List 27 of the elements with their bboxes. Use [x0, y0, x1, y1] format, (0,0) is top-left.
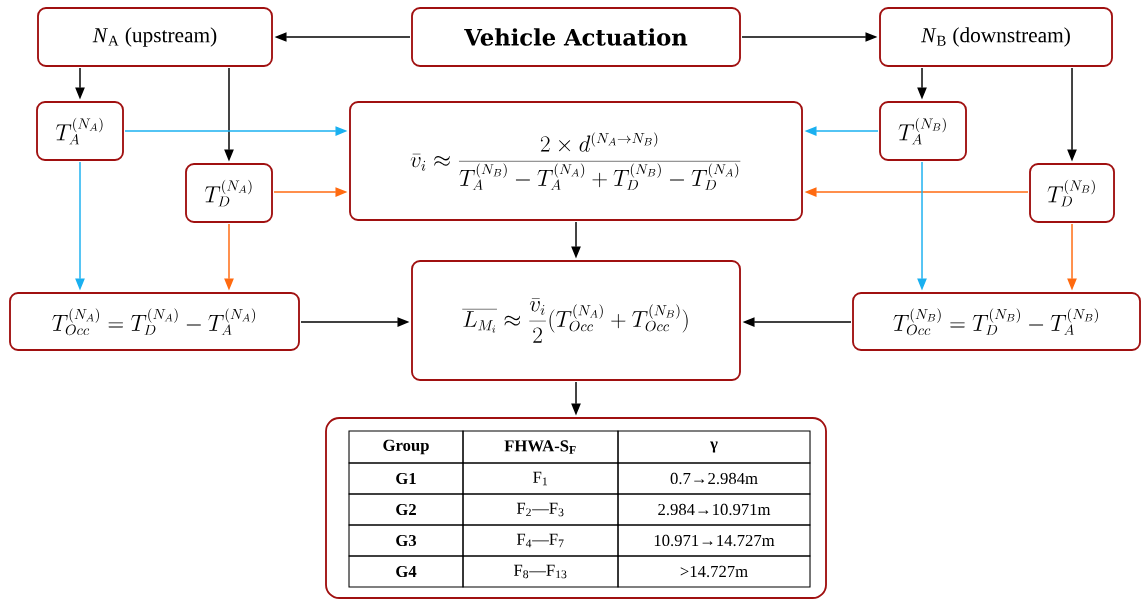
table-cell: G3 [348, 524, 464, 557]
table-cell: Group [348, 430, 464, 464]
formula-box: $T_D^{(N_A)}$ [185, 163, 273, 223]
table-cell: FHWA-S$_{F}$ [462, 430, 619, 464]
formula-box: $\bar{v}_i \approx \frac{2 \times d^{(N_A \rightarrow N_B)}}{T_A^{(N_B)} - T_A^{(N_A)} + T_D^{(N_B)} - T_D^{(N_A)}}$ [349, 101, 803, 221]
formula-box: $T_A^{(N_B)}$ [879, 101, 967, 161]
title-box: Vehicle Actuation [411, 7, 741, 67]
table-cell: F$_{2}$—F$_{3}$ [462, 493, 619, 526]
table-cell: F$_{1}$ [462, 462, 619, 495]
table-cell: >14.727m [617, 555, 811, 588]
table-cell: G4 [348, 555, 464, 588]
table-cell: F$_{4}$—F$_{7}$ [462, 524, 619, 557]
table-panel [325, 417, 827, 599]
formula-box: $T_{Occ}^{(N_A)} = T_D^{(N_A)} - T_A^{(N_A)}$ [9, 292, 300, 351]
table-cell: G2 [348, 493, 464, 526]
formula-box: $\overline{L_{M_i}} \approx \frac{\bar{v}_i}{2} (T_{Occ}^{(N_A)} + T_{Occ}^{(N_B)})$ [411, 260, 741, 381]
formula-box: $T_D^{(N_B)}$ [1029, 163, 1115, 223]
table-cell: 0.7→2.984m [617, 462, 811, 495]
table-cell: γ [617, 430, 811, 464]
table-cell: G1 [348, 462, 464, 495]
formula-box: $T_{Occ}^{(N_B)} = T_D^{(N_B)} - T_A^{(N_B)}$ [852, 292, 1141, 351]
node-box: N$_{B}$ (downstream) [879, 7, 1113, 67]
table-cell: 10.971→14.727m [617, 524, 811, 557]
node-box: N$_{A}$ (upstream) [37, 7, 273, 67]
formula-box: $T_A^{(N_A)}$ [36, 101, 124, 161]
table-cell: F$_{8}$—F$_{13}$ [462, 555, 619, 588]
table-cell: 2.984→10.971m [617, 493, 811, 526]
